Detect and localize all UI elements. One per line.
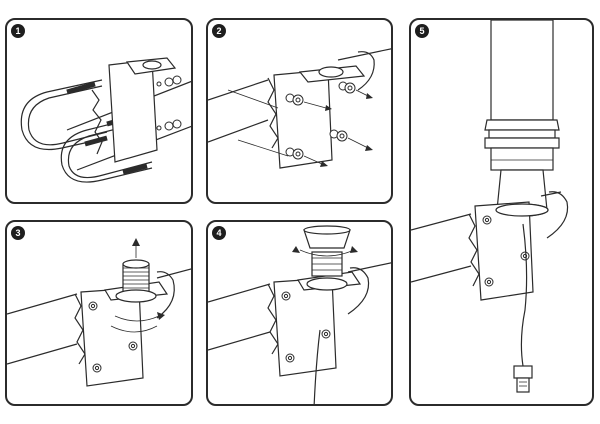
u-bolt-lower (60, 114, 153, 183)
bracket-plate (108, 59, 158, 163)
step-4-panel: 4 (206, 220, 393, 406)
u-bolt-upper (20, 79, 108, 151)
lock-nut (115, 289, 157, 303)
step-3-badge: 3 (11, 226, 25, 240)
bracket-plate (474, 201, 534, 301)
step-3-illustration (7, 238, 191, 387)
step-5-panel: 5 (409, 18, 594, 406)
antenna-body (490, 20, 554, 121)
antenna-cable (313, 329, 321, 404)
step-5-illustration (411, 20, 569, 393)
step-1-panel: 1 (5, 18, 193, 204)
step-1-illustration (20, 57, 191, 183)
usb-plug (513, 365, 533, 379)
antenna-cable (520, 223, 528, 367)
lock-nut (306, 277, 348, 291)
mount-hole (142, 60, 162, 70)
threaded-stud-top (122, 259, 150, 269)
step-4-illustration (208, 225, 391, 404)
step-1-badge: 1 (11, 24, 25, 38)
step-4-badge: 4 (212, 226, 226, 240)
step-5-badge: 5 (415, 24, 429, 38)
step-2-badge: 2 (212, 24, 226, 38)
step-3-panel: 3 (5, 220, 193, 406)
step-2-panel: 2 (206, 18, 393, 204)
step-2-illustration (208, 48, 391, 169)
